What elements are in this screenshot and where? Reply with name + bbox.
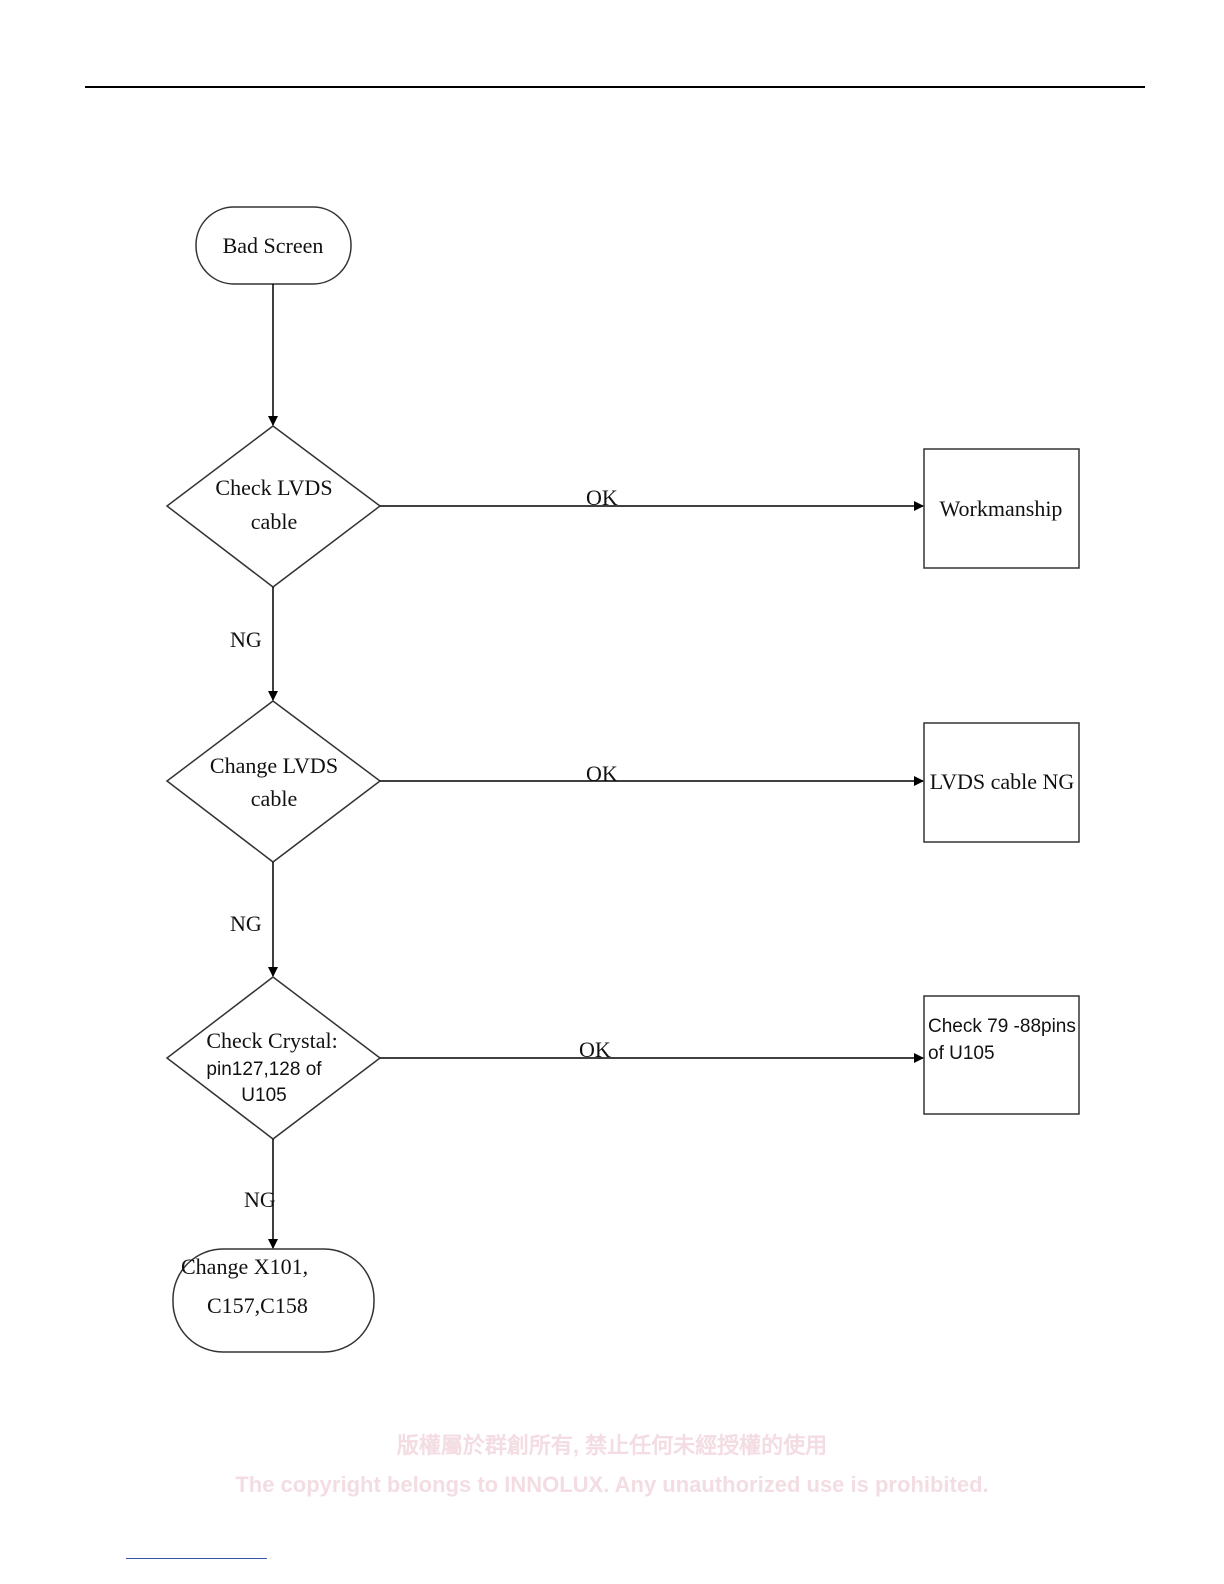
ok-label: OK (586, 761, 618, 786)
start-label: Bad Screen (223, 233, 324, 258)
decision-label: U105 (241, 1085, 286, 1106)
decision-label: Check Crystal: (206, 1028, 337, 1053)
ng-label: NG (230, 627, 262, 652)
result-label: Workmanship (940, 496, 1063, 521)
end-terminal (172, 1248, 375, 1353)
ng-label: NG (230, 911, 262, 936)
header-rule (85, 86, 1145, 88)
result-label: LVDS cable NG (930, 769, 1075, 794)
ng-label: NG (244, 1187, 276, 1212)
result-lvds-cable-ng (923, 722, 1080, 843)
watermark-chinese: 版權屬於群創所有, 禁止任何未經授權的使用 (396, 1433, 828, 1458)
end-label: Change X101, (181, 1254, 308, 1279)
decision-label: cable (251, 786, 297, 811)
result-check-pins (923, 995, 1080, 1115)
decision-label: pin127,128 of (206, 1059, 322, 1080)
decision-check-crystal (165, 976, 382, 1140)
result-workmanship (923, 448, 1080, 569)
decision-label: cable (251, 509, 297, 534)
decision-change-lvds (165, 700, 382, 863)
result-label: of U105 (928, 1043, 995, 1064)
end-label: C157,C158 (207, 1293, 308, 1318)
ok-label: OK (586, 485, 618, 510)
result-label: Check 79 -88pins (928, 1016, 1076, 1037)
decision-check-lvds (165, 425, 382, 588)
watermark-english: The copyright belongs to INNOLUX. Any un… (235, 1472, 989, 1497)
decision-label: Check LVDS (215, 475, 332, 500)
footer-rule (126, 1558, 267, 1559)
ok-label: OK (579, 1037, 611, 1062)
decision-label: Change LVDS (210, 753, 338, 778)
